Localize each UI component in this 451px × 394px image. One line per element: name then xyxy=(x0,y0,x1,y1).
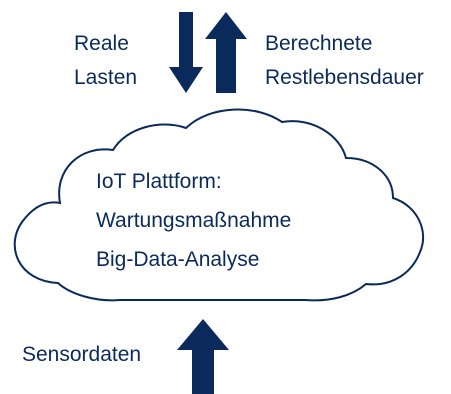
label-restlebensdauer: Restlebensdauer xyxy=(265,66,424,89)
down-arrow-icon xyxy=(169,12,203,93)
label-berechnete: Berechnete xyxy=(265,32,373,55)
label-sensordaten: Sensordaten xyxy=(22,343,142,366)
cloud-line-big-data-analyse: Big-Data-Analyse xyxy=(96,248,260,271)
label-lasten: Lasten xyxy=(74,66,138,89)
cloud-line-wartungsmassnahme: Wartungsmaßnahme xyxy=(96,209,292,232)
sensor-up-arrow-icon xyxy=(177,319,229,394)
label-reale: Reale xyxy=(74,32,129,55)
up-arrow-icon xyxy=(205,12,247,93)
cloud-shape xyxy=(13,108,425,302)
cloud-line-iot-plattform: IoT Plattform: xyxy=(96,170,222,193)
